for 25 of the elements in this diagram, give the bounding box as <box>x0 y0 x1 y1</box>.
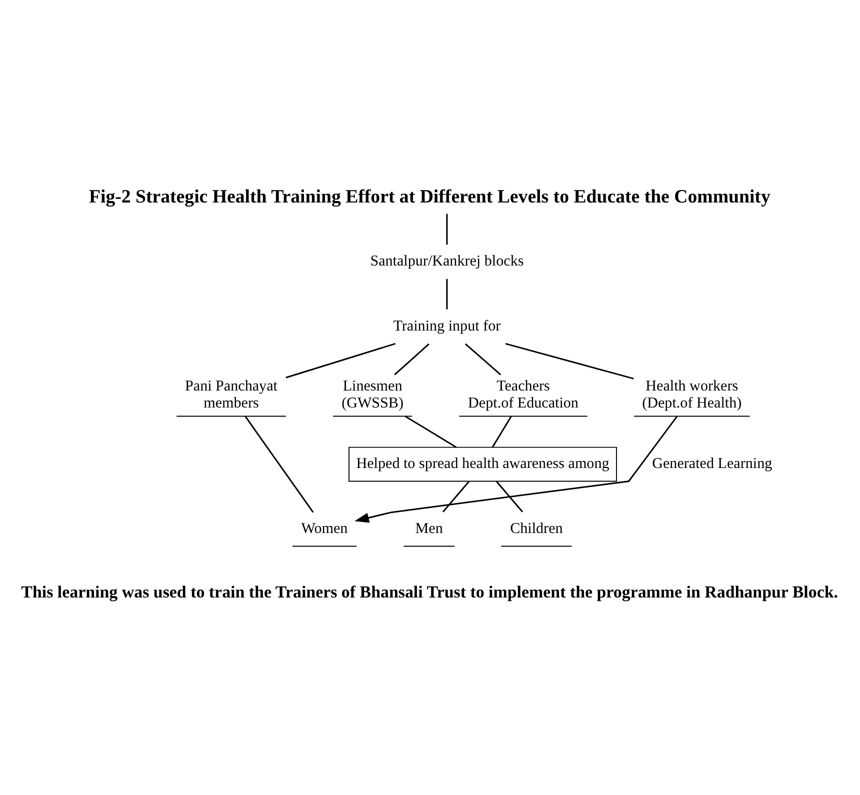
connector <box>442 480 470 512</box>
connector <box>404 415 457 448</box>
edge-label: Generated Learning <box>652 455 772 472</box>
caption: This learning was used to train the Trainers of Bhansali Trust to implement the programme in Radhanpur Block. <box>21 582 838 601</box>
node-text: Men <box>415 520 443 536</box>
node-text: Health workers (Dept.of Health) <box>642 378 742 412</box>
node-text: Teachers Dept.of Education <box>468 378 578 412</box>
node-text: Children <box>510 520 563 536</box>
arrow <box>354 416 678 522</box>
connector <box>394 342 430 375</box>
connector <box>505 342 634 379</box>
node-text: Pani Panchayat members <box>185 378 278 412</box>
node-text: Linesmen (GWSSB) <box>342 378 404 412</box>
connector <box>464 342 502 375</box>
connector <box>286 342 396 378</box>
connector <box>446 278 448 309</box>
connector <box>446 213 448 244</box>
node-text: Women <box>301 520 348 536</box>
node-text: Training input for <box>393 318 501 334</box>
diagram-title: Fig-2 Strategic Health Training Effort at Different Levels to Educate the Community <box>88 186 770 208</box>
node-text: Santalpur/Kankrej blocks <box>370 252 524 269</box>
connector <box>496 480 524 512</box>
node-box: Helped to spread health awareness among <box>348 446 617 482</box>
connector <box>492 416 512 448</box>
connector <box>244 416 314 512</box>
